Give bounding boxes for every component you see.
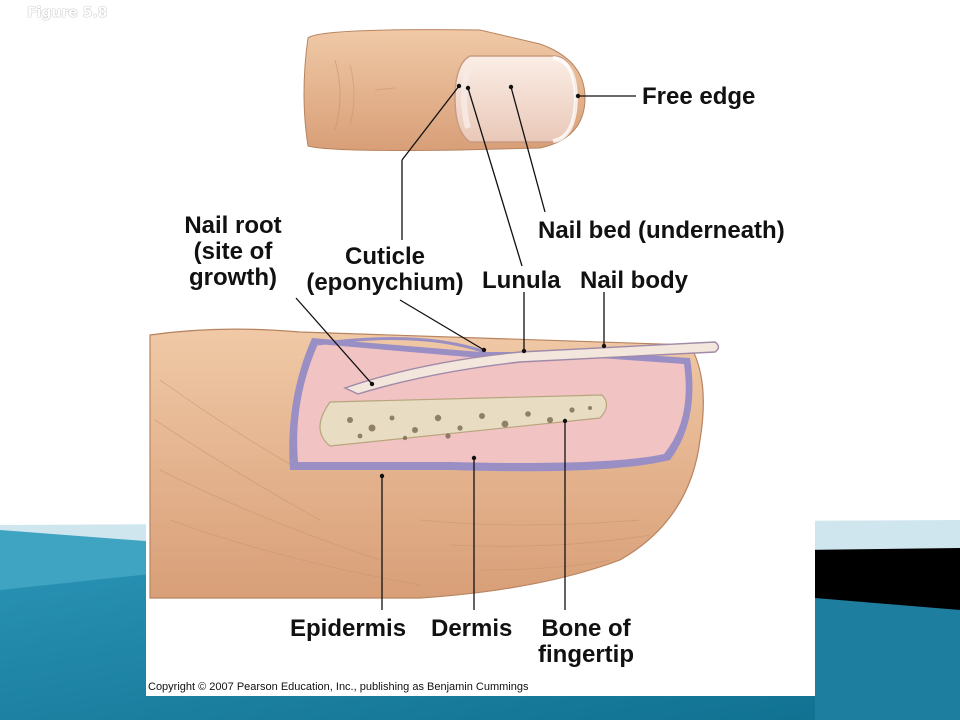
label-nail-root-line3: growth) <box>189 264 277 291</box>
label-nail-root: Nail root (site of growth) <box>170 213 296 291</box>
leader-lines <box>295 85 636 610</box>
label-nail-root-line2: (site of <box>193 238 273 265</box>
bone <box>319 394 608 447</box>
label-epidermis: Epidermis <box>290 615 407 642</box>
label-bone-line1: Bone of <box>541 615 631 642</box>
nail-plate <box>454 55 577 143</box>
label-cuticle-line2: (eponychium) <box>306 269 464 296</box>
fingertip-top-view <box>303 29 586 151</box>
label-free-edge: Free edge <box>642 83 756 110</box>
label-bone-line2: fingertip <box>538 641 634 668</box>
label-cuticle: Cuticle (eponychium) <box>296 244 474 296</box>
lunula-shape <box>461 67 471 129</box>
label-nail-bed: Nail bed (underneath) <box>538 217 785 244</box>
copyright-notice: Copyright © 2007 Pearson Education, Inc.… <box>148 681 529 693</box>
black-band <box>800 548 960 610</box>
nail-body-shape <box>343 341 720 395</box>
label-bone: Bone of fingertip <box>530 616 642 668</box>
label-cuticle-line1: Cuticle <box>344 243 425 270</box>
label-dermis: Dermis <box>431 615 513 642</box>
label-nail-body: Nail body <box>580 267 689 294</box>
leader-dots <box>369 83 607 479</box>
label-lunula: Lunula <box>482 267 561 294</box>
label-nail-root-line1: Nail root <box>184 212 282 239</box>
figure-label: Figure 5.8 <box>27 5 108 21</box>
